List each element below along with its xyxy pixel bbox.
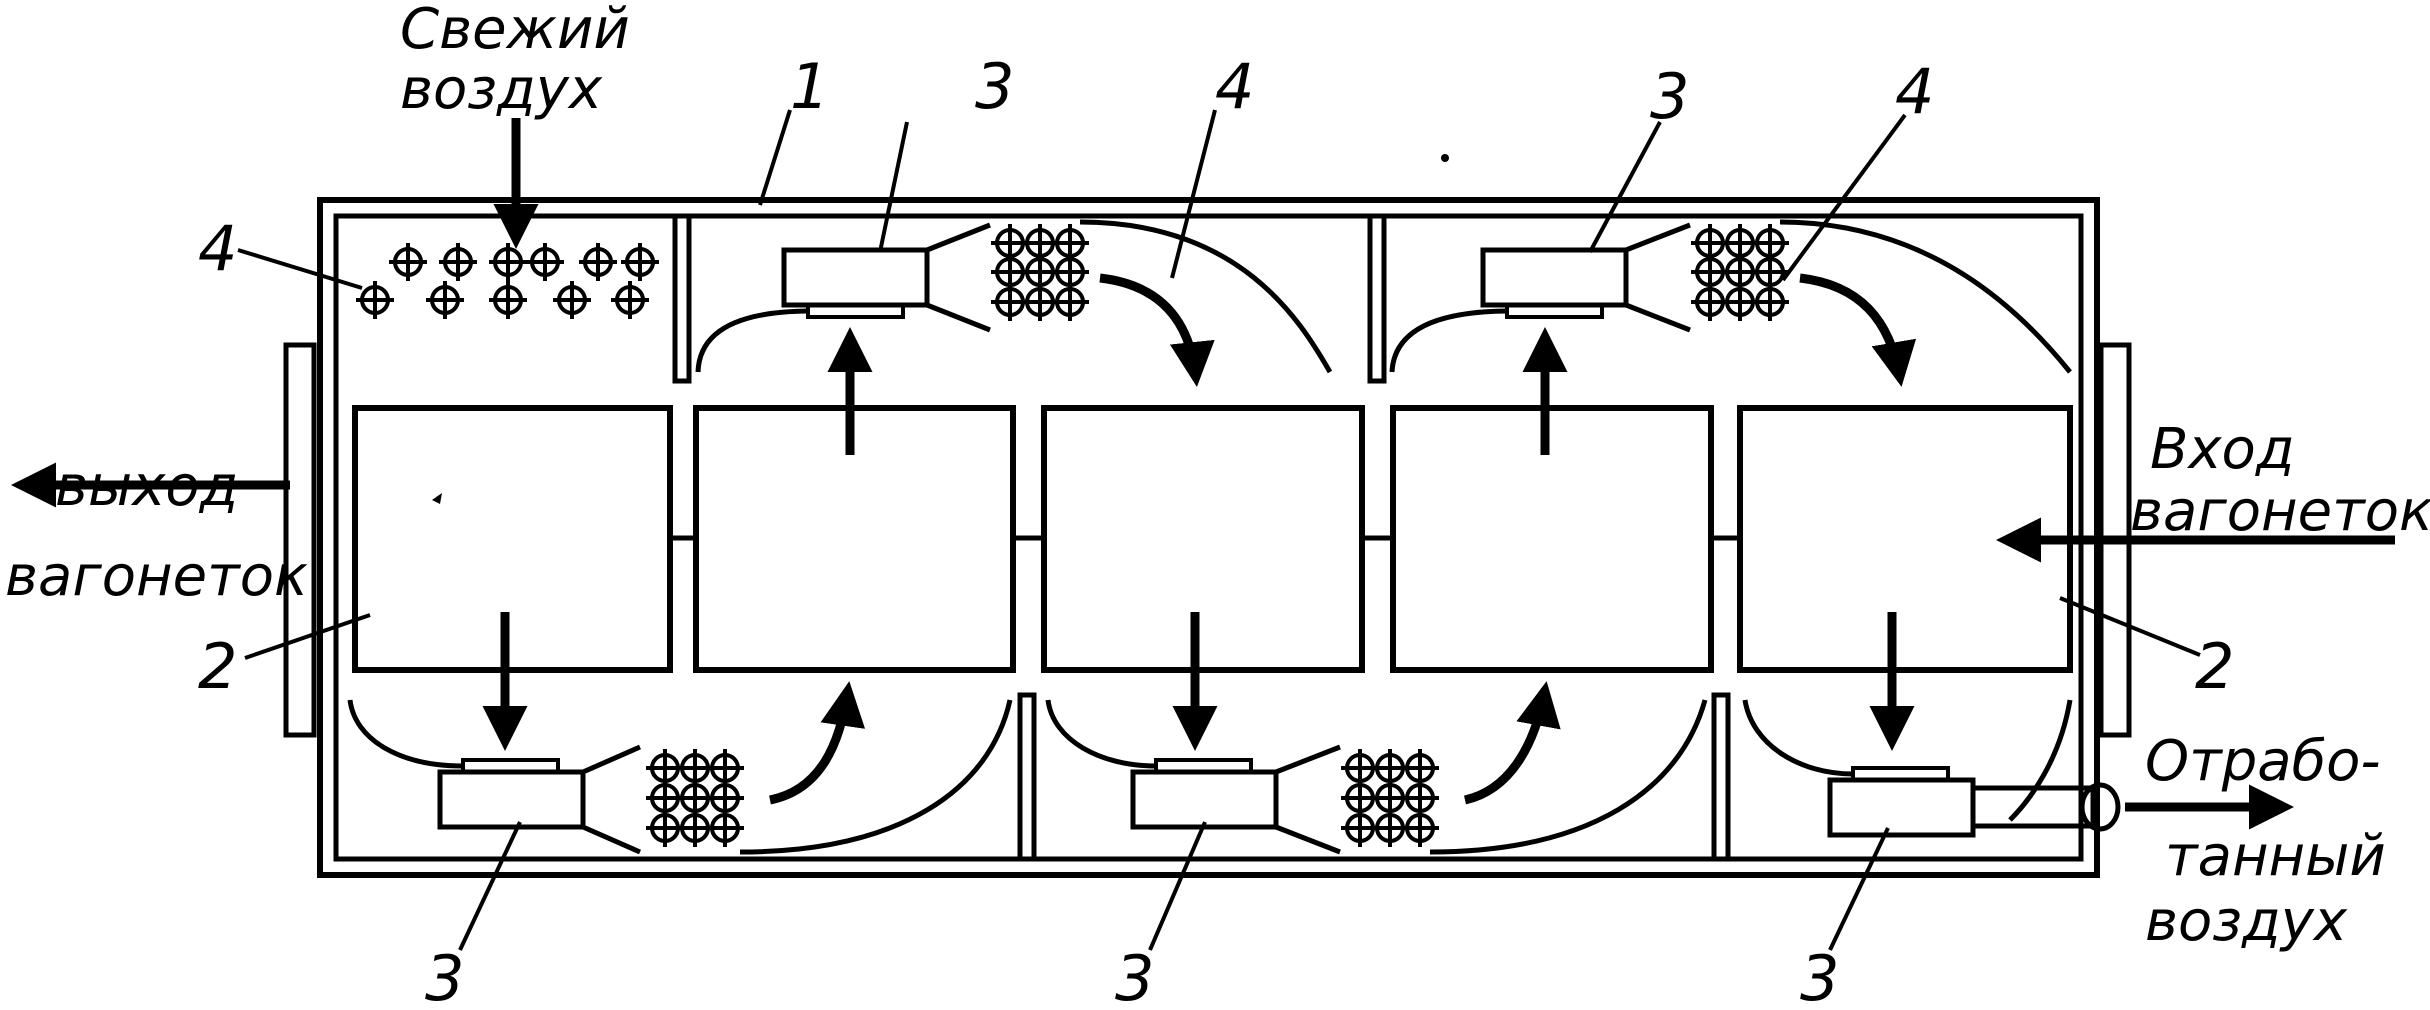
cart-4 [1390, 405, 1714, 673]
label-3-bottom-3: 3 [1800, 942, 1839, 1010]
cart-1 [352, 405, 673, 673]
entry-label-line1: Вход [2150, 417, 2295, 482]
leader-lines [237, 109, 2201, 951]
exhaust-label-line2: танный [2165, 824, 2386, 889]
label-3-bottom-1: 3 [425, 942, 464, 1010]
exit-door [283, 342, 317, 738]
upper-fan-2 [1389, 219, 2072, 374]
carts [352, 405, 2073, 673]
entry-label-line2: вагонеток [2130, 479, 2430, 544]
exit-label-line1: выход [55, 454, 238, 519]
label-4-top-1: 4 [1215, 50, 1254, 123]
cart-movement-arrows [11, 462, 2395, 830]
label-3-top-1: 3 [975, 50, 1014, 123]
lower-fan-1 [347, 699, 1013, 855]
exit-label-line2: вагонеток [5, 544, 308, 609]
airflow-arrows [482, 118, 1917, 805]
lower-partitions [1017, 692, 1731, 862]
exhaust-label-line1: Отрабо- [2145, 729, 2381, 794]
lower-fan-2 [1045, 699, 1708, 855]
label-2-left: 2 [198, 630, 237, 703]
upper-fan-1 [695, 219, 1333, 374]
lower-heater-2 [1339, 747, 1441, 849]
label-4-left: 4 [198, 212, 237, 285]
upper-heater-2 [1689, 222, 1791, 323]
exhaust-fan [1742, 699, 2121, 838]
label-3-top-2: 3 [1650, 60, 1689, 133]
upper-partitions [672, 213, 1387, 384]
label-2-right: 2 [2195, 630, 2234, 703]
lower-heater-1 [644, 747, 746, 849]
label-4-top-2: 4 [1895, 55, 1934, 128]
fresh-air-heater [354, 241, 661, 321]
fresh-air-label-line1: Свежий [400, 0, 630, 62]
label-1: 1 [790, 50, 829, 123]
cart-3 [1041, 405, 1365, 673]
exhaust-label-line3: воздух [2145, 889, 2348, 954]
fresh-air-label-line2: воздух [400, 57, 603, 122]
upper-heater-1 [989, 222, 1091, 323]
label-3-bottom-2: 3 [1115, 942, 1154, 1010]
